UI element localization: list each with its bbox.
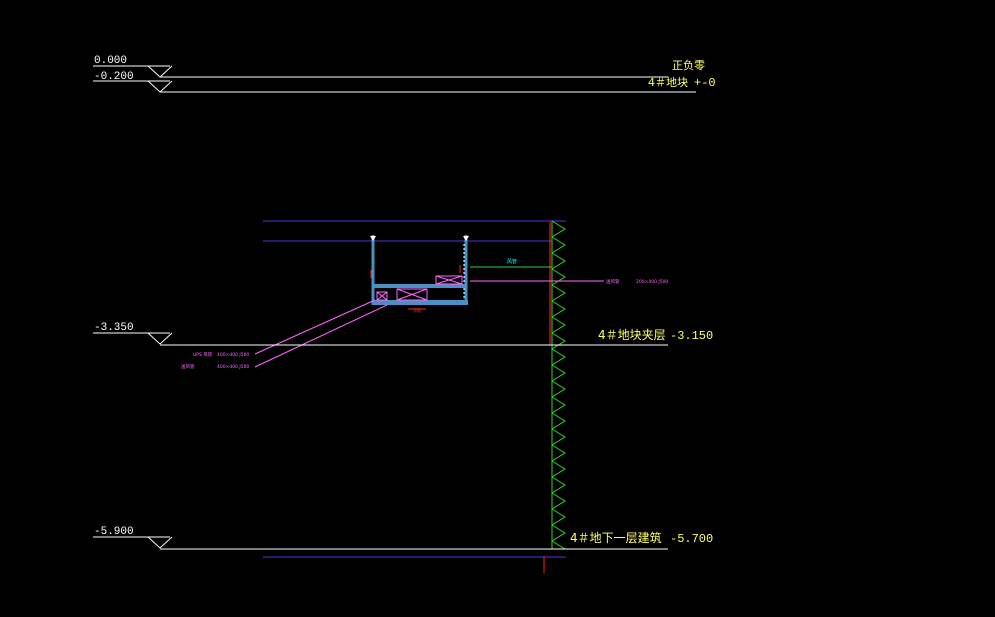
elevation-marker-mezzanine	[93, 332, 668, 346]
left-duct-1-size: 400×400 J500	[217, 352, 249, 358]
mezzanine-value-label: -3.150	[670, 329, 713, 343]
cyan-tag: 风管	[507, 258, 517, 265]
zero-name-label: 4＃地块	[648, 76, 688, 89]
retaining-wall	[549, 220, 566, 550]
right-duct-name: 送风管	[606, 278, 620, 285]
zero-value-label: +-0	[694, 76, 716, 90]
right-duct-size: 200×400 J500	[636, 279, 668, 285]
basement-value-label: -5.700	[670, 532, 713, 546]
left-duct-1-name: UPS 风管	[193, 351, 213, 358]
basement-name-label: 4＃地下一层建筑	[570, 530, 662, 545]
elevation-text-0: 0.000	[94, 55, 127, 67]
zero-title-label: 正负零	[672, 58, 705, 72]
mezzanine-name-label: 4＃地块夹层	[598, 328, 666, 342]
duct-assembly	[254, 235, 604, 368]
red-tag: 排烟	[413, 307, 421, 313]
left-duct-2-name: 送风管	[181, 363, 195, 370]
elevation-text-neg-0-2: -0.200	[94, 71, 134, 83]
elevation-marker-basement	[93, 536, 668, 550]
elevation-marker-0	[93, 65, 696, 93]
elevation-text-neg-3-35: -3.350	[94, 322, 134, 334]
elevation-text-neg-5-9: -5.900	[94, 526, 134, 538]
left-duct-2-size: 400×400 J500	[217, 364, 249, 370]
